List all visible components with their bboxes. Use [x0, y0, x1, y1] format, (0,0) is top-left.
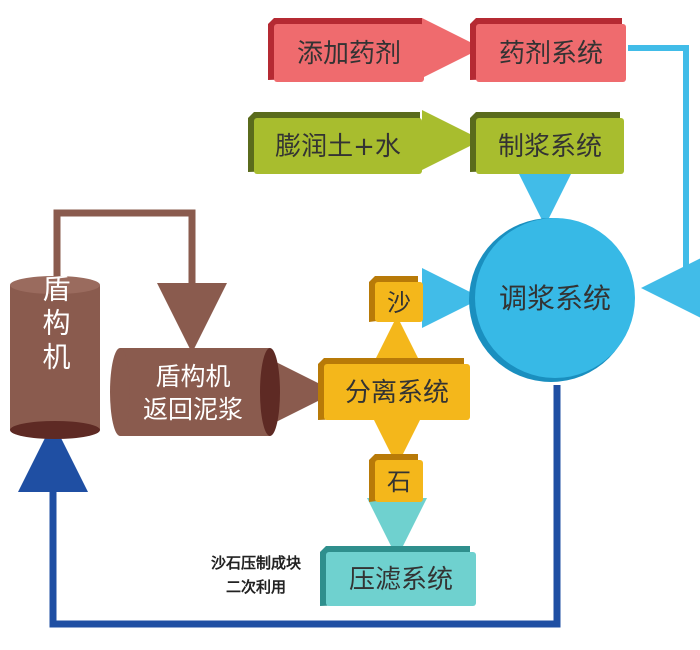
node-soil-water-label: 膨润土+水: [275, 132, 401, 162]
note-reuse-line1: 沙石压制成块: [211, 554, 302, 572]
node-shield-machine: 盾构机: [10, 274, 100, 439]
node-sand: 沙: [369, 276, 423, 322]
arrow-shield-to-return: [53, 209, 227, 353]
node-slurry-make-label: 制浆系统: [498, 132, 602, 162]
node-stone: 石: [369, 454, 423, 502]
node-shield-machine-label: 盾构机: [39, 274, 72, 376]
node-additive: 添加药剂: [268, 18, 424, 82]
node-filter-press: 压滤系统: [320, 546, 476, 606]
node-stone-label: 石: [387, 468, 411, 496]
node-return-slurry: 盾构机 返回泥浆: [110, 348, 280, 436]
arrow-agent-to-mixing: [628, 45, 700, 318]
node-separation: 分离系统: [318, 358, 470, 420]
node-additive-label: 添加药剂: [297, 39, 401, 69]
node-agent-system: 药剂系统: [470, 18, 626, 82]
note-reuse-line2: 二次利用: [226, 578, 286, 596]
node-mixing-label: 调浆系统: [499, 282, 611, 315]
node-soil-water: 膨润土+水: [248, 112, 422, 174]
arrow-mixing-to-shield: [18, 385, 561, 628]
node-sand-label: 沙: [387, 289, 411, 317]
node-return-slurry-line1: 盾构机: [155, 362, 230, 391]
node-return-slurry-line2: 返回泥浆: [143, 395, 243, 424]
node-agent-system-label: 药剂系统: [499, 39, 603, 69]
node-filter-press-label: 压滤系统: [349, 565, 453, 595]
node-slurry-make: 制浆系统: [470, 112, 624, 174]
node-separation-label: 分离系统: [345, 378, 449, 408]
node-mixing: 调浆系统: [469, 218, 635, 382]
